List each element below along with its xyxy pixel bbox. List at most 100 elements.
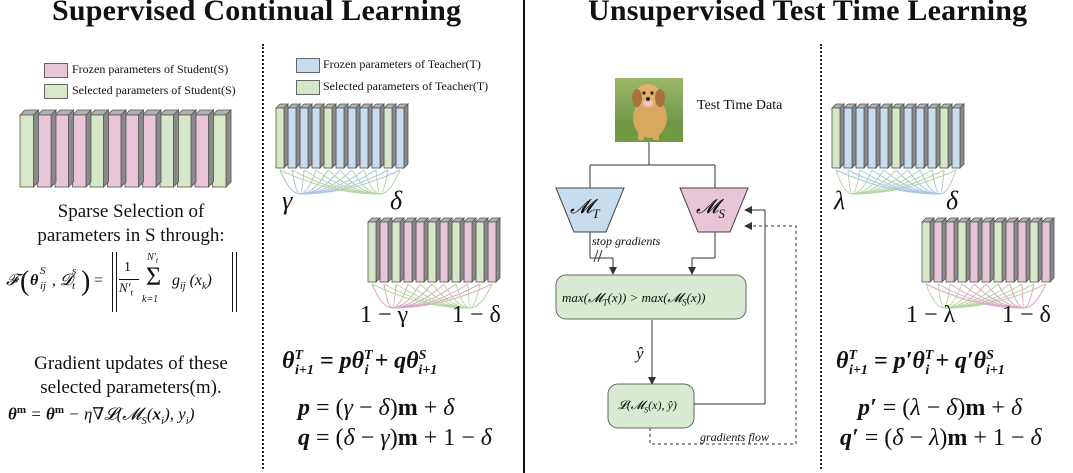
parameter-slab-side xyxy=(50,109,57,188)
student-parameter-block-right xyxy=(921,217,1055,283)
parameter-slab xyxy=(957,221,967,283)
teacher-update-equation-right: θTi+1 = p′θTi + q′θSi+1 xyxy=(836,348,1005,378)
parameter-slab-side xyxy=(367,103,373,169)
legend-swatch-selected-student xyxy=(44,84,68,99)
parameter-slab xyxy=(124,114,139,188)
parameter-slab-side xyxy=(331,103,337,169)
parameter-slab-side xyxy=(929,217,935,283)
mixing-curve xyxy=(943,283,1047,309)
parameter-slab xyxy=(879,107,889,169)
legend-selected-teacher: Selected parameters of Teacher(T) xyxy=(323,79,489,93)
parameter-slab xyxy=(1029,221,1039,283)
parameter-slab xyxy=(194,114,209,188)
parameter-slab-side xyxy=(307,103,313,169)
parameter-slab xyxy=(19,114,34,188)
parameter-slab xyxy=(142,114,157,188)
mixing-curve xyxy=(291,169,301,195)
delta-label-right: δ xyxy=(946,186,959,215)
parameter-slab xyxy=(212,114,227,188)
parameter-slab-side xyxy=(387,217,393,283)
parameter-slab-side xyxy=(953,217,959,283)
teacher-parameter-block-middle xyxy=(275,103,409,169)
one-minus-delta-label-right: 1 − δ xyxy=(1002,302,1051,328)
loss-box xyxy=(607,383,695,429)
parameter-slab xyxy=(323,107,333,169)
parameter-slab-side xyxy=(959,103,965,169)
parameter-slab xyxy=(391,221,401,283)
parameter-slab-side xyxy=(483,217,489,283)
parameter-slab-side xyxy=(459,217,465,283)
parameter-slab-side xyxy=(295,103,301,169)
parameter-slab-side xyxy=(923,103,929,169)
legend-swatch-selected-teacher xyxy=(296,80,320,95)
mixing-curve xyxy=(279,169,301,195)
mixing-curve xyxy=(383,283,393,309)
parameter-slab-side xyxy=(225,109,232,188)
main-divider xyxy=(523,0,525,473)
parameter-slab-side xyxy=(138,109,144,188)
parameter-slab xyxy=(54,114,69,188)
mixing-curve xyxy=(939,169,945,195)
parameter-slab-side xyxy=(447,217,453,283)
parameter-slab-side xyxy=(875,103,881,169)
q-prime-equation: q′ = (δ − λ)m + 1 − δ xyxy=(840,425,1042,451)
one-minus-delta-label-mid: 1 − δ xyxy=(452,302,501,328)
parameter-slab xyxy=(927,107,937,169)
mixing-curve xyxy=(1021,283,1025,309)
test-time-data-label: Test Time Data xyxy=(697,98,783,113)
mixing-curve xyxy=(299,169,401,195)
max-compare-box xyxy=(555,274,747,320)
parameter-slab-side xyxy=(319,103,325,169)
parameter-slab xyxy=(367,221,377,283)
parameter-slab-side xyxy=(471,217,477,283)
teacher-update-equation: θTi+1 = pθTi + qθSi+1 xyxy=(282,348,438,378)
parameter-slab-side xyxy=(355,103,361,169)
mixing-curve xyxy=(391,283,493,309)
parameter-slab xyxy=(1041,221,1051,283)
mixing-curve xyxy=(1009,283,1025,309)
parameter-slab xyxy=(371,107,381,169)
parameter-slab xyxy=(37,114,52,188)
left-dotted-divider xyxy=(262,44,264,469)
p-prime-equation: p′ = (λ − δ)m + δ xyxy=(858,395,1023,421)
p-equation: p = (γ − δ)m + δ xyxy=(298,395,455,421)
mixing-curve xyxy=(919,169,941,195)
legend-frozen-student: Frozen parameters of Student(S) xyxy=(72,62,229,76)
parameter-slab xyxy=(1005,221,1015,283)
parameter-slab xyxy=(993,221,1003,283)
parameter-slab xyxy=(335,107,345,169)
parameter-slab xyxy=(969,221,979,283)
gamma-label: γ xyxy=(282,186,293,215)
mixing-curve xyxy=(835,169,853,195)
parameter-slab-side xyxy=(851,103,857,169)
parameter-slab xyxy=(287,107,297,169)
mixing-curve xyxy=(931,169,941,195)
parameter-slab xyxy=(915,107,925,169)
parameter-slab xyxy=(831,107,841,169)
mixing-curves xyxy=(279,169,1047,309)
mixing-curve xyxy=(379,169,401,195)
teacher-parameter-block-right xyxy=(831,103,965,169)
parameter-slab xyxy=(347,107,357,169)
student-parameter-block-middle xyxy=(367,217,501,283)
stop-gradient-mark-2 xyxy=(597,249,603,263)
parameter-slab-side xyxy=(33,109,39,188)
parameter-slab xyxy=(933,221,943,283)
flow-connectors xyxy=(589,142,797,445)
mixing-curve xyxy=(371,283,393,309)
parameter-slab xyxy=(89,114,104,188)
parameter-slab xyxy=(159,114,174,188)
title-unsupervised: Unsupervised Test Time Learning xyxy=(588,0,1028,27)
parameter-slab xyxy=(379,221,389,283)
parameter-slab xyxy=(903,107,913,169)
student-model-shape xyxy=(679,187,749,233)
parameter-slab xyxy=(299,107,309,169)
parameter-slab-side xyxy=(1013,217,1019,283)
mixing-curve xyxy=(939,169,957,195)
max-compare-text: max(𝓜T(x)) > max(𝓜S(x)) xyxy=(562,290,706,308)
parameter-slab xyxy=(177,114,192,188)
mixing-curve xyxy=(363,169,381,195)
title-supervised: Supervised Continual Learning xyxy=(52,0,462,27)
parameter-slab xyxy=(275,107,285,169)
